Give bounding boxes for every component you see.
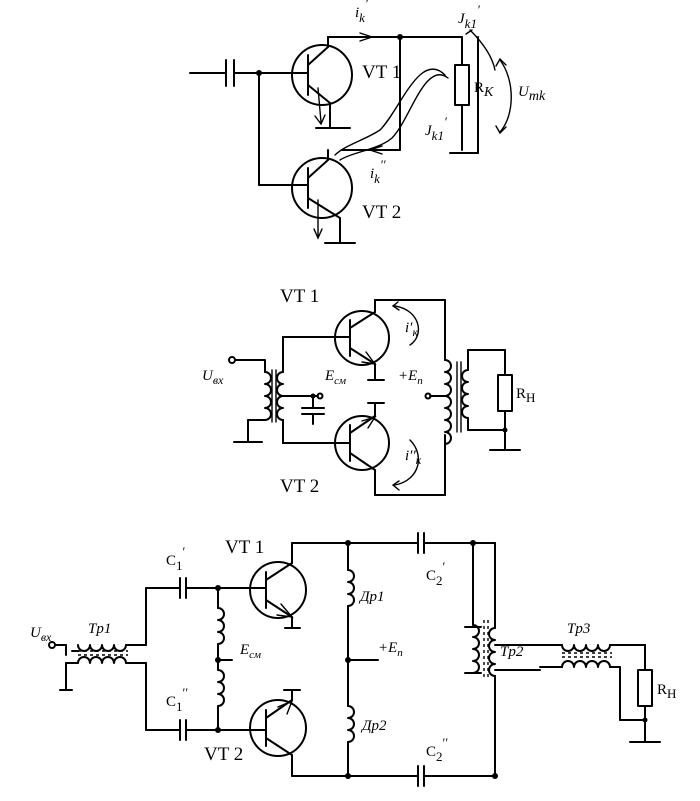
ecm-label-d3: Eсм — [239, 642, 261, 661]
ik-prime-label: ik′ — [355, 0, 368, 25]
rk-label: RK — [474, 80, 494, 100]
vt1-transistor-d2 — [334, 299, 446, 381]
en-label-d3: +Eп — [378, 640, 403, 659]
ik1-label-d2: i′к — [405, 320, 418, 339]
uvx-label-d2: Uвх — [202, 368, 224, 387]
tp2-label: Tp2 — [500, 644, 524, 660]
tp3-label: Tp3 — [567, 621, 590, 637]
umk-label: Umk — [518, 84, 546, 104]
diagram-3: VT 1 VT 2 Uвх Tp1 Tp2 Tp3 C1′ C1′′ C2′ C… — [30, 532, 676, 787]
dr2-label: Др2 — [360, 718, 387, 734]
c2-prime-label: C2′ — [426, 559, 446, 588]
jk-mid-label: Jk1′ — [425, 114, 447, 143]
uvx-label-d3: Uвх — [30, 625, 52, 644]
c2-double-prime-label: C2′′ — [426, 735, 448, 764]
vt1-label-d2: VT 1 — [280, 286, 319, 307]
vt1-transistor-d3 — [249, 542, 307, 629]
vt2-transistor-d3 — [249, 689, 307, 777]
c1-prime-label: C1′ — [166, 544, 186, 573]
dr1-label: Др1 — [358, 589, 385, 605]
vt2-label-d3: VT 2 — [204, 744, 243, 765]
vt1-transistor — [291, 36, 353, 129]
vt2-transistor-d2 — [334, 402, 446, 496]
jk-top-label: Jk1′ — [458, 2, 480, 31]
en-label-d2: +Eп — [398, 368, 423, 387]
ik2-label-d2: i′′к — [405, 448, 422, 467]
rh-label-d2: RH — [516, 386, 535, 405]
ik-double-prime-label: ik′′ — [370, 157, 386, 186]
vt2-label-d1: VT 2 — [362, 202, 401, 223]
diagram-2: VT 1 VT 2 Uвх Eсм +Eп i′к i′′к RH — [202, 286, 535, 497]
vt1-label-d3: VT 1 — [225, 537, 264, 558]
vt1-label-d1: VT 1 — [362, 62, 401, 83]
ecm-label-d2: Eсм — [324, 368, 346, 387]
vt2-label-d2: VT 2 — [280, 476, 319, 497]
diagram-1: VT 1 VT 2 ik′ ik′′ Jk1′ Jk1′ RK Umk — [189, 0, 546, 244]
rh-label-d3: RH — [657, 682, 676, 701]
c1-double-prime-label: C1′′ — [166, 685, 188, 714]
tp1-label: Tp1 — [88, 621, 111, 637]
vt2-transistor — [291, 149, 356, 244]
